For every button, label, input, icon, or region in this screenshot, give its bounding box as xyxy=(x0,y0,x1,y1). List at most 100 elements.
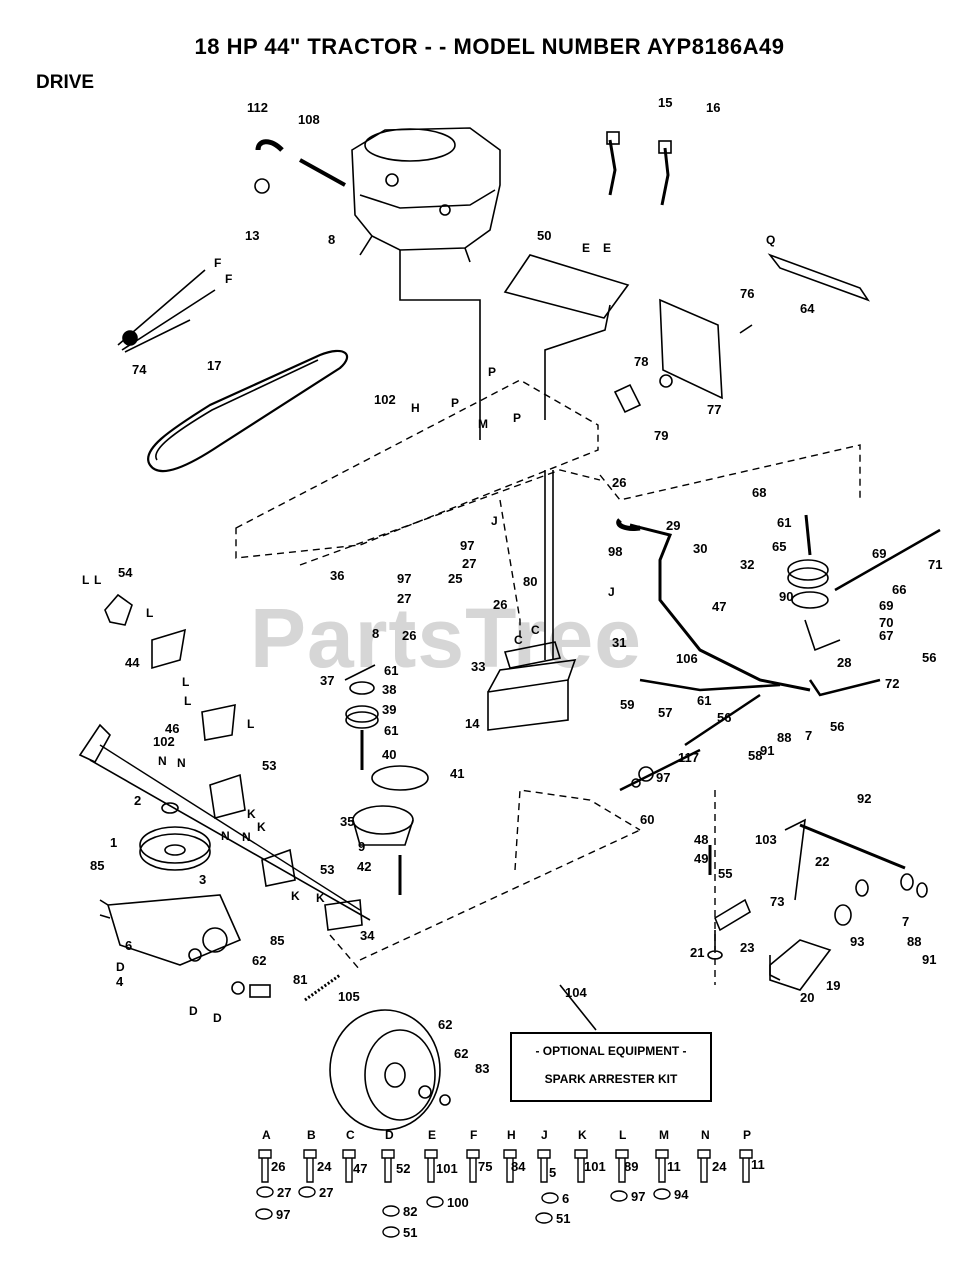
callout-label: 2 xyxy=(134,793,141,808)
hardware-letter: M xyxy=(659,1128,669,1142)
hardware-part-number: 97 xyxy=(276,1207,290,1222)
bolt-icon xyxy=(342,1149,356,1183)
optional-equipment-label: - OPTIONAL EQUIPMENT - xyxy=(535,1044,687,1058)
callout-label: 38 xyxy=(382,682,396,697)
callout-label: 22 xyxy=(815,854,829,869)
spark-arrester-label: SPARK ARRESTER KIT xyxy=(544,1072,678,1086)
callout-label: 19 xyxy=(826,978,840,993)
hardware-part-number: 100 xyxy=(447,1195,469,1210)
callout-label: 88 xyxy=(777,730,791,745)
bolt-icon xyxy=(303,1149,317,1183)
callout-label: 31 xyxy=(612,635,626,650)
callout-label: 44 xyxy=(125,655,140,670)
callout-label: 61 xyxy=(384,663,398,678)
callout-label: 16 xyxy=(706,100,720,115)
callout-label: 56 xyxy=(717,710,731,725)
callout-label: 7 xyxy=(902,914,909,929)
callout-label: 91 xyxy=(760,743,774,758)
callout-label: D xyxy=(213,1011,222,1025)
callout-label: 61 xyxy=(384,723,398,738)
callout-label: 103 xyxy=(755,832,777,847)
callout-label: 85 xyxy=(270,933,284,948)
washer-icon xyxy=(298,1186,316,1198)
callout-label: 66 xyxy=(892,582,906,597)
callout-label: 64 xyxy=(800,301,815,316)
callout-label: 68 xyxy=(752,485,766,500)
callout-label: L xyxy=(184,694,191,708)
callout-label: N xyxy=(221,829,230,843)
washer-icon xyxy=(535,1212,553,1224)
callout-label: 56 xyxy=(922,650,936,665)
callout-label: D xyxy=(116,960,125,974)
callout-label: 88 xyxy=(907,934,921,949)
callout-label: 85 xyxy=(90,858,104,873)
callout-label: E xyxy=(582,241,590,255)
hardware-legend: A262797B2427C47D528251E101100F75H84J5651… xyxy=(255,1128,765,1240)
hardware-part-number: 26 xyxy=(271,1159,285,1174)
callout-label: 26 xyxy=(612,475,626,490)
hardware-part-number: 5 xyxy=(549,1165,556,1180)
callout-label: 34 xyxy=(360,928,375,943)
hardware-part-number: 82 xyxy=(403,1204,417,1219)
callout-label: 15 xyxy=(658,95,672,110)
callout-label: 23 xyxy=(740,940,754,955)
callout-label: 112 xyxy=(247,100,268,115)
callout-label: 39 xyxy=(382,702,396,717)
callout-label: 56 xyxy=(830,719,844,734)
callout-label: 117 xyxy=(678,750,699,765)
callout-label: 33 xyxy=(471,659,485,674)
hardware-letter: D xyxy=(385,1128,394,1142)
hardware-letter: B xyxy=(307,1128,316,1142)
callout-label: 47 xyxy=(712,599,726,614)
callout-label: 7 xyxy=(805,728,812,743)
optional-box-ref: 104 xyxy=(565,985,587,1000)
callout-label: 77 xyxy=(707,402,721,417)
bolt-icon xyxy=(655,1149,669,1183)
callout-label: 106 xyxy=(676,651,698,666)
callout-label: 72 xyxy=(885,676,899,691)
callout-label: 97 xyxy=(460,538,474,553)
callout-label: 3 xyxy=(199,872,206,887)
callout-label: 55 xyxy=(718,866,732,881)
callout-label: 49 xyxy=(694,851,708,866)
hardware-part-number: 27 xyxy=(277,1185,291,1200)
callout-label: 62 xyxy=(252,953,266,968)
hardware-letter: H xyxy=(507,1128,516,1142)
callout-label: 8 xyxy=(328,232,335,247)
callout-label: 61 xyxy=(697,693,711,708)
callout-label: 53 xyxy=(320,862,334,877)
callout-label: 69 xyxy=(879,598,893,613)
callout-label: 48 xyxy=(694,832,708,847)
callout-label: 13 xyxy=(245,228,259,243)
callout-label: 81 xyxy=(293,972,307,987)
callout-label: P xyxy=(451,396,459,410)
callout-label: 20 xyxy=(800,990,814,1005)
bolt-icon xyxy=(503,1149,517,1183)
washer-icon xyxy=(541,1192,559,1204)
callout-label: 57 xyxy=(658,705,672,720)
callout-label: 26 xyxy=(493,597,507,612)
callout-label: E xyxy=(603,241,611,255)
hardware-part-number: 101 xyxy=(436,1161,458,1176)
callout-label: 61 xyxy=(777,515,791,530)
callout-label: L xyxy=(146,606,153,620)
bolt-icon xyxy=(574,1149,588,1183)
hardware-letter: N xyxy=(701,1128,710,1142)
bolt-icon xyxy=(466,1149,480,1183)
hardware-part-number: 11 xyxy=(667,1159,681,1174)
callout-label: L xyxy=(94,573,101,587)
callout-label: 90 xyxy=(779,589,793,604)
callout-label: 105 xyxy=(338,989,360,1004)
callout-label: N xyxy=(177,756,186,770)
callout-label: 25 xyxy=(448,571,462,586)
callout-label: 53 xyxy=(262,758,276,773)
callout-label: 21 xyxy=(690,945,704,960)
hardware-letter: A xyxy=(262,1128,271,1142)
callout-label: P xyxy=(488,365,496,379)
callout-label: H xyxy=(411,401,420,415)
hardware-letter: C xyxy=(346,1128,355,1142)
washer-icon xyxy=(653,1188,671,1200)
bolt-icon xyxy=(381,1149,395,1183)
hardware-part-number: 75 xyxy=(478,1159,492,1174)
bolt-icon xyxy=(258,1149,272,1183)
